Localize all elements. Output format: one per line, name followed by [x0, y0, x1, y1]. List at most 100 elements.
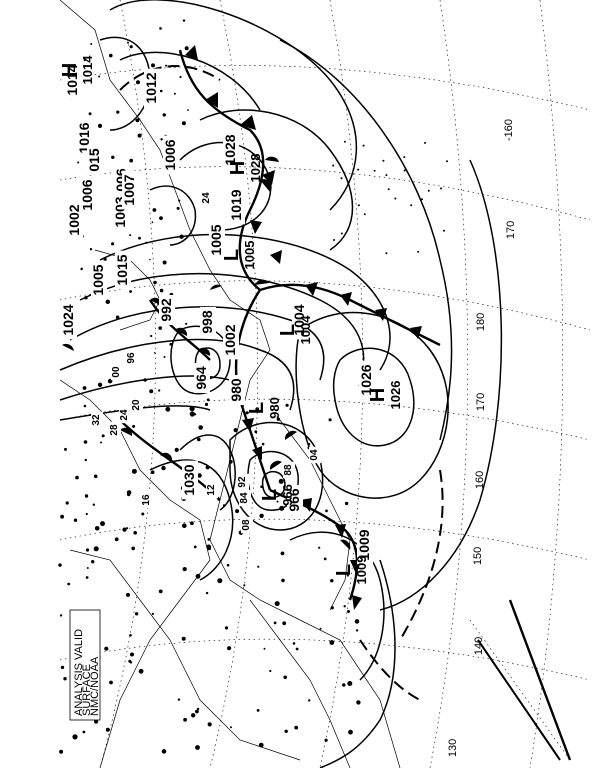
pressure-value: 1006: [162, 139, 178, 170]
station-dot: [122, 527, 127, 532]
pressure-label: 1015: [114, 250, 131, 290]
station-dot: [261, 442, 265, 446]
pressure-value: 1028: [222, 134, 238, 165]
pressure-label: 1028: [222, 130, 239, 170]
station-dot: [93, 474, 98, 479]
station-dot: [189, 411, 195, 417]
station-dot: [97, 123, 103, 128]
pressure-value: 16: [141, 494, 152, 506]
center-symbol: L: [246, 402, 268, 414]
station-dot: [347, 610, 350, 613]
station-dot: [198, 425, 203, 430]
station-dot: [260, 485, 263, 489]
station-dot: [285, 403, 289, 407]
pressure-label: 1019: [228, 185, 245, 225]
station-dot: [185, 322, 188, 325]
pressure-label: 1009: [356, 525, 373, 565]
station-dot: [163, 356, 166, 358]
pressure-label: 84: [239, 489, 251, 507]
station-dot: [169, 342, 173, 346]
pressure-value: 1026: [358, 364, 374, 395]
station-dot: [116, 110, 120, 114]
station-dot: [385, 252, 388, 255]
station-dot: [417, 250, 420, 253]
station-dot: [128, 659, 132, 663]
pressure-label: 1024: [60, 300, 77, 340]
station-dot: [259, 513, 264, 518]
station-dot: [324, 738, 328, 742]
station-dot: [177, 698, 181, 701]
station-dot: [373, 169, 376, 172]
station-dot: [207, 546, 212, 551]
station-dot: [63, 677, 67, 681]
station-dot: [153, 352, 156, 354]
center-value: 980: [267, 397, 282, 419]
station-dot: [195, 573, 201, 579]
station-dot: [344, 501, 349, 506]
pressure-label: 998: [199, 306, 216, 338]
station-dot: [149, 258, 151, 261]
pressure-value: 1030: [181, 464, 197, 495]
station-dot: [165, 406, 171, 412]
station-dot: [85, 548, 90, 552]
station-dot: [282, 621, 287, 626]
station-dot: [179, 234, 184, 239]
fronts: [62, 45, 572, 761]
station-observations: [58, 19, 448, 754]
pressure-value: 24: [201, 192, 212, 204]
station-dot: [92, 503, 96, 506]
station-dot: [151, 612, 154, 616]
station-dot: [327, 479, 330, 482]
station-dot: [189, 406, 195, 412]
station-dot: [279, 505, 285, 511]
station-dot: [174, 447, 179, 452]
longitude-label: 180: [475, 313, 487, 331]
station-dot: [181, 121, 186, 126]
pressure-label: 28: [109, 421, 121, 439]
pressure-label: 1005: [208, 220, 225, 260]
station-dot: [158, 589, 163, 594]
pressure-label: 1012: [143, 68, 160, 108]
pressure-value: 966: [286, 488, 302, 512]
station-dot: [224, 626, 229, 630]
station-dot: [159, 288, 164, 293]
station-dot: [65, 501, 69, 505]
station-dot: [115, 315, 120, 320]
station-dot: [160, 138, 163, 141]
pressure-label: 24: [201, 189, 213, 207]
pressure-value: 00: [111, 366, 122, 378]
station-dot: [204, 402, 209, 406]
pressure-label: 24: [119, 406, 131, 424]
pressure-value: 1002: [222, 324, 238, 355]
station-dot: [111, 242, 115, 246]
pressure-value: 04: [309, 449, 320, 461]
station-dot: [103, 257, 107, 262]
pressure-value: 1024: [60, 304, 76, 335]
pressure-value: 015: [86, 148, 102, 172]
pressure-label: 92: [237, 473, 249, 491]
pressure-label: 1014: [64, 60, 81, 100]
pressure-value: 1007: [121, 174, 137, 205]
station-dot: [85, 512, 88, 516]
pressure-label: 1030: [181, 460, 198, 500]
station-dot: [137, 133, 142, 138]
station-dot: [129, 290, 133, 293]
station-dot: [328, 418, 332, 422]
pressure-value: 84: [239, 492, 250, 504]
station-dot: [67, 582, 71, 586]
station-dot: [333, 239, 335, 241]
center-value: 966: [280, 484, 295, 506]
station-dot: [64, 447, 67, 451]
station-dot: [137, 118, 140, 121]
station-dot: [245, 411, 249, 415]
station-dot: [280, 551, 285, 556]
station-dot: [294, 725, 299, 730]
station-dot: [72, 734, 78, 740]
pressure-value: 1009: [356, 529, 372, 560]
station-dot: [141, 512, 145, 516]
pressure-label: 20: [131, 396, 143, 414]
pressure-label: 980: [228, 374, 245, 406]
center-symbol: L: [259, 489, 281, 501]
pressure-value: 1004: [291, 304, 307, 335]
